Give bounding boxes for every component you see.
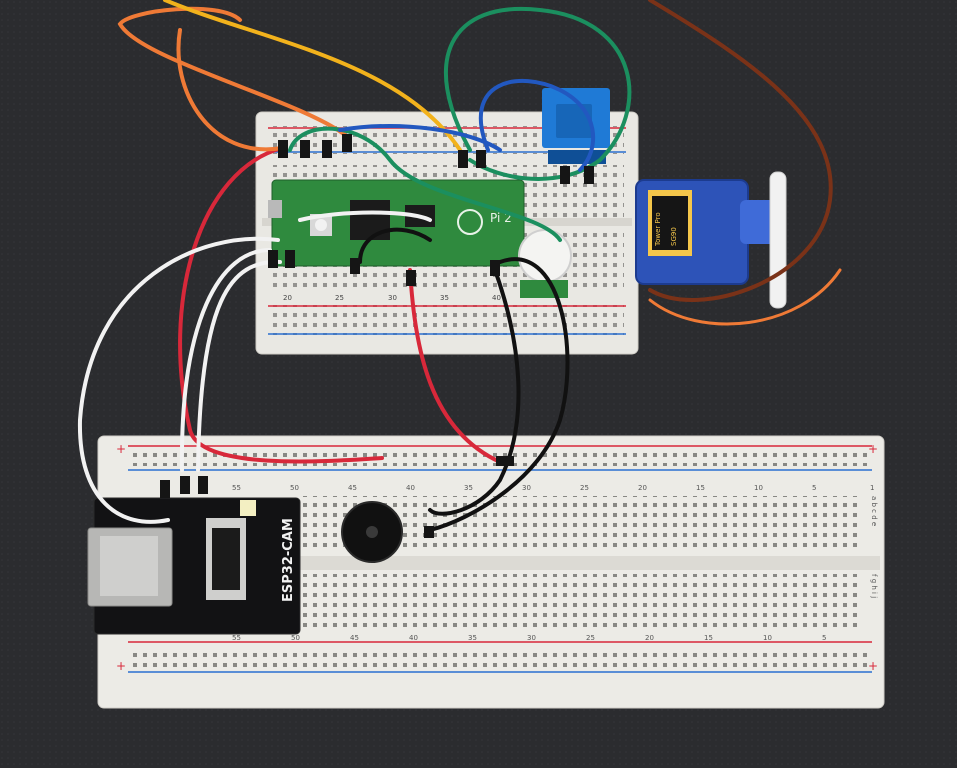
black-wire-2 — [428, 257, 570, 532]
lower-col-number: 25 — [586, 634, 595, 642]
upper-col-number: 40 — [492, 294, 501, 302]
upper-col-number: 30 — [388, 294, 397, 302]
lower-col-number: 1 — [870, 484, 874, 492]
esp32-cam-label: ESP32-CAM — [281, 518, 296, 602]
lower-col-number: 25 — [580, 484, 589, 492]
lower-col-number: 30 — [522, 484, 531, 492]
lower-col-number: 50 — [290, 484, 299, 492]
lower-col-number: 20 — [638, 484, 647, 492]
lower-col-number: 40 — [409, 634, 418, 642]
raspberry-pi-pico: Pi 2 — [268, 179, 525, 267]
pir-sensor-board — [520, 280, 568, 298]
lower-col-number: 15 — [696, 484, 705, 492]
white-wire-1 — [77, 236, 280, 524]
row-letters-bottom: f g h i j — [870, 574, 878, 598]
green-wire-2 — [288, 126, 562, 242]
black-wire-3 — [358, 227, 432, 264]
red-wire-long — [178, 146, 384, 464]
buzzer — [341, 501, 403, 563]
lower-col-number: 10 — [754, 484, 763, 492]
upper-col-number: 20 — [283, 294, 292, 302]
lower-col-number: 45 — [348, 484, 357, 492]
brown-wire — [648, 0, 833, 302]
servo-motor: Tower Pro SG90 — [635, 171, 787, 309]
servo-brand: Tower Pro — [654, 212, 662, 247]
lower-col-number: 35 — [464, 484, 473, 492]
white-wire-2 — [179, 248, 272, 472]
yellow-wire — [163, 0, 462, 152]
esp32-cam-module: ESP32-CAM — [87, 497, 301, 635]
jumper-headers — [160, 134, 594, 538]
blue-wire — [479, 78, 595, 172]
rail-plus-top: + — [116, 442, 126, 456]
blue-potentiometer — [542, 88, 610, 164]
rail-plus-bottom: + — [116, 659, 126, 673]
lower-col-number: 10 — [763, 634, 772, 642]
lower-col-number: 35 — [468, 634, 477, 642]
lower-col-number: 15 — [704, 634, 713, 642]
lower-col-number: 20 — [645, 634, 654, 642]
rail-plus-top-right: + — [868, 442, 878, 456]
lower-col-number: 30 — [527, 634, 536, 642]
row-letters-top: a b c d e — [870, 496, 878, 526]
green-wire-loop — [444, 6, 632, 181]
orange-wire-2 — [176, 28, 284, 152]
white-wire-3 — [196, 259, 282, 472]
servo-orange-wire — [648, 268, 842, 326]
rail-plus-bottom-right: + — [868, 659, 878, 673]
lower-col-number: 50 — [291, 634, 300, 642]
orange-wire — [117, 6, 347, 137]
upper-col-number: 25 — [335, 294, 344, 302]
blue-wire-2 — [338, 124, 502, 152]
red-wire-center — [408, 268, 502, 464]
lower-col-number: 55 — [232, 484, 241, 492]
white-wire-4 — [298, 210, 432, 222]
upper-col-number: 35 — [440, 294, 449, 302]
servo-model: SG90 — [670, 227, 678, 246]
lower-col-number: 5 — [822, 634, 826, 642]
lower-col-number: 40 — [406, 484, 415, 492]
lower-col-number: 5 — [812, 484, 816, 492]
lower-col-number: 55 — [232, 634, 241, 642]
lower-col-number: 45 — [350, 634, 359, 642]
